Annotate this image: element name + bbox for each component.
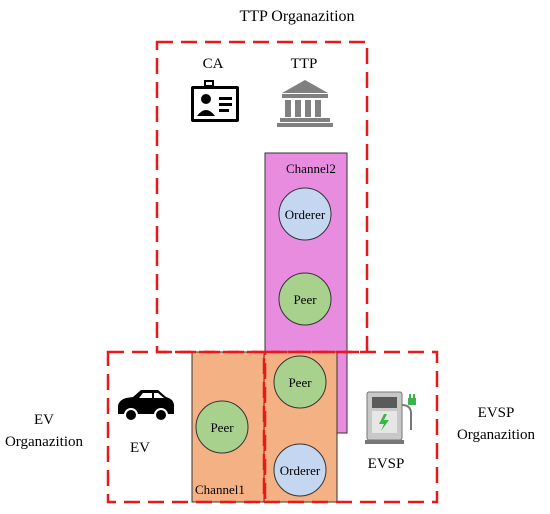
ev-org-boundary xyxy=(106,350,267,504)
peer-node-channel1 xyxy=(195,400,249,454)
ca-label: CA xyxy=(203,56,224,72)
ev-org-title-line1: EV xyxy=(34,412,54,428)
peer-node-channel2 xyxy=(278,272,332,326)
orderer-node-shared xyxy=(273,443,327,497)
ttp-org-title: TTP Organazition xyxy=(239,8,354,25)
orderer-node-channel2 xyxy=(278,187,332,241)
peer-node-channel2-label: Peer xyxy=(293,292,317,307)
ev-label: EV xyxy=(130,440,150,456)
charging-station-icon xyxy=(365,391,416,444)
orderer-node-shared-label: Orderer xyxy=(280,463,321,478)
evsp-label: EVSP xyxy=(368,456,405,472)
bank-building-icon xyxy=(277,80,333,127)
evsp-org-boundary xyxy=(262,350,439,504)
evsp-org-title-line1: EVSP xyxy=(478,405,515,421)
peer-node-channel1-label: Peer xyxy=(210,420,234,435)
id-badge-icon xyxy=(191,80,239,122)
channel2-label: Channel2 xyxy=(286,161,336,176)
peer-node-shared-label: Peer xyxy=(288,375,312,390)
car-icon xyxy=(118,390,174,422)
evsp-org-title-line2: Organazition xyxy=(457,427,536,443)
ttp-label: TTP xyxy=(291,56,318,72)
ev-org-title-line2: Organazition xyxy=(5,434,84,450)
peer-node-shared xyxy=(273,355,327,409)
channel1-label: Channel1 xyxy=(195,482,245,497)
orderer-node-channel2-label: Orderer xyxy=(285,207,326,222)
